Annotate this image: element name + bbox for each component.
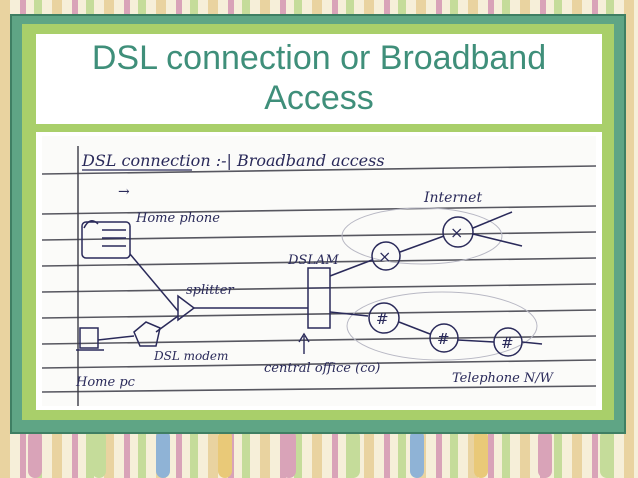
label-splitter: splitter: [186, 283, 234, 298]
label-dsl-modem: DSL modem: [153, 349, 228, 363]
label-telephone-network: Telephone N/W: [452, 371, 555, 386]
switch-icon: [368, 302, 400, 334]
svg-text:#: #: [437, 330, 450, 348]
svg-text:×: ×: [378, 247, 391, 266]
title-panel: [36, 34, 602, 124]
modem-icon: [133, 321, 161, 347]
router-icon: [442, 216, 474, 248]
label-dslam: DSLAM: [287, 253, 339, 268]
handwritten-note-photo: DSL connection :-| Broadband access → Ho…: [42, 136, 596, 406]
phone-icon: [81, 220, 131, 259]
svg-text:#: #: [501, 334, 514, 352]
decorative-pins: [0, 418, 638, 478]
label-home-pc: Home pc: [75, 375, 136, 390]
label-home-phone: Home phone: [135, 211, 220, 226]
router-icon: [371, 241, 401, 271]
label-central-office: central office (co): [264, 361, 380, 376]
svg-text:×: ×: [450, 223, 463, 242]
switch-icon: [429, 323, 459, 353]
note-heading: DSL connection :-| Broadband access: [81, 151, 385, 170]
label-internet: Internet: [423, 190, 482, 206]
slide-title: DSL connection or Broadband Access: [91, 39, 547, 117]
computer-icon: [76, 327, 135, 351]
svg-text:#: #: [376, 310, 389, 328]
dslam-icon: [307, 267, 331, 329]
splitter-icon: [177, 294, 196, 322]
svg-text:→: →: [118, 184, 130, 200]
